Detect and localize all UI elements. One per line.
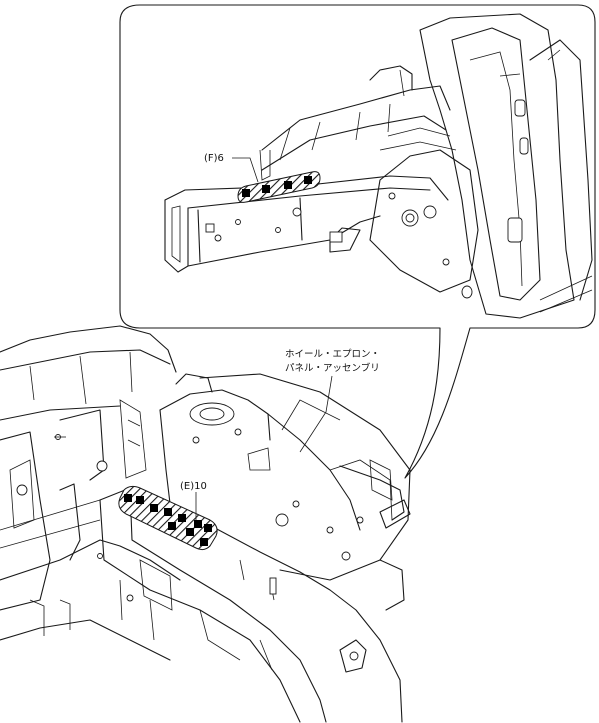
spot-weld <box>150 504 158 512</box>
spot-weld <box>262 185 270 193</box>
inset-frame <box>119 4 596 479</box>
weld-callout-f6: (F)6 <box>204 153 224 164</box>
spot-weld <box>304 176 312 184</box>
weld-callout-e10: (E)10 <box>180 481 207 492</box>
spot-weld <box>200 538 208 546</box>
leader-f6 <box>232 157 259 183</box>
spot-weld <box>284 181 292 189</box>
spot-weld <box>204 524 212 532</box>
leader-apron <box>299 375 333 453</box>
spot-weld <box>186 528 194 536</box>
part-name-line2: パネル・アッセンブリ <box>285 362 380 374</box>
lower-weld-zone <box>118 485 218 551</box>
spot-weld <box>168 522 176 530</box>
detail-inset <box>119 4 596 479</box>
spot-weld <box>178 514 186 522</box>
spot-weld <box>242 189 250 197</box>
spot-weld <box>164 508 172 516</box>
spot-weld <box>124 494 132 502</box>
spot-weld <box>194 520 202 528</box>
upper-weld-zone <box>237 171 321 203</box>
spot-weld <box>136 496 144 504</box>
part-name-line1: ホイール・エプロン・ <box>285 349 380 360</box>
